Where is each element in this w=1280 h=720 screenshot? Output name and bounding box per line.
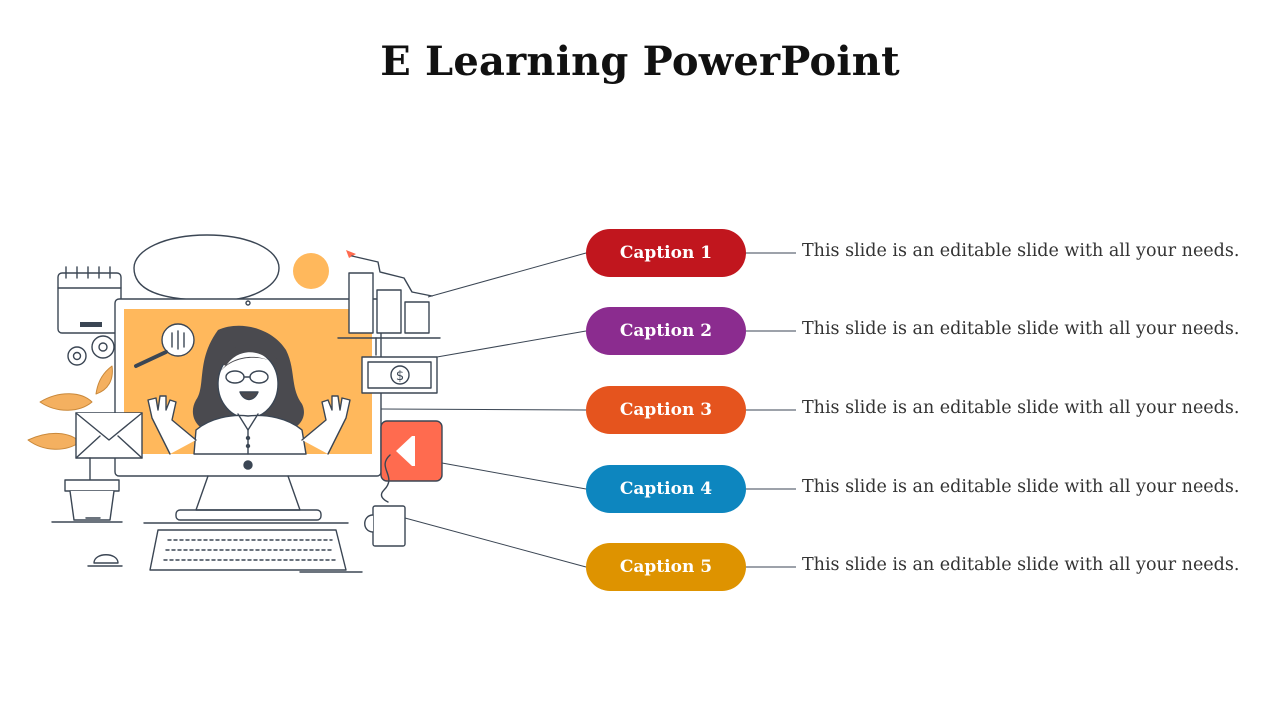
caption-1-pill: Caption 1 [586,229,746,277]
caption-3-description: This slide is an editable slide with all… [802,398,1240,418]
mouse-icon [87,554,123,567]
bar-chart-icon [337,272,441,356]
magnifier-icon [134,323,195,368]
envelope-icon [75,412,143,459]
caption-2-description: This slide is an editable slide with all… [802,319,1240,339]
caption-1-description: This slide is an editable slide with all… [802,241,1240,261]
caption-4-pill: Caption 4 [586,465,746,513]
caption-2-pill: Caption 2 [586,307,746,355]
coffee-mug-icon [364,505,406,547]
calendar-icon [57,266,122,334]
speech-bubble-icon [133,234,280,327]
plant-pot-icon [51,457,123,523]
sun-icon [293,253,329,289]
person-icon [147,325,351,455]
caption-4-description: This slide is an editable slide with all… [802,477,1240,497]
caption-4-label: Caption 4 [619,479,713,499]
caption-3-label: Caption 3 [619,400,713,420]
keyboard-icon [143,522,363,573]
caption-5-pill: Caption 5 [586,543,746,591]
leaf-icon [27,365,113,450]
gear-icon [67,335,115,366]
play-button-icon [380,420,443,482]
caption-2-label: Caption 2 [619,321,713,341]
banknote-icon: $ [361,356,438,394]
caption-1-label: Caption 1 [619,243,713,263]
e-learning-illustration: $ [27,234,443,573]
caption-3-pill: Caption 3 [586,386,746,434]
slide-title: E Learning PowerPoint [380,38,900,85]
caption-5-description: This slide is an editable slide with all… [802,555,1240,575]
svg-text:$: $ [396,369,404,384]
caption-5-label: Caption 5 [619,557,713,577]
paper-plane-icon [346,250,356,258]
